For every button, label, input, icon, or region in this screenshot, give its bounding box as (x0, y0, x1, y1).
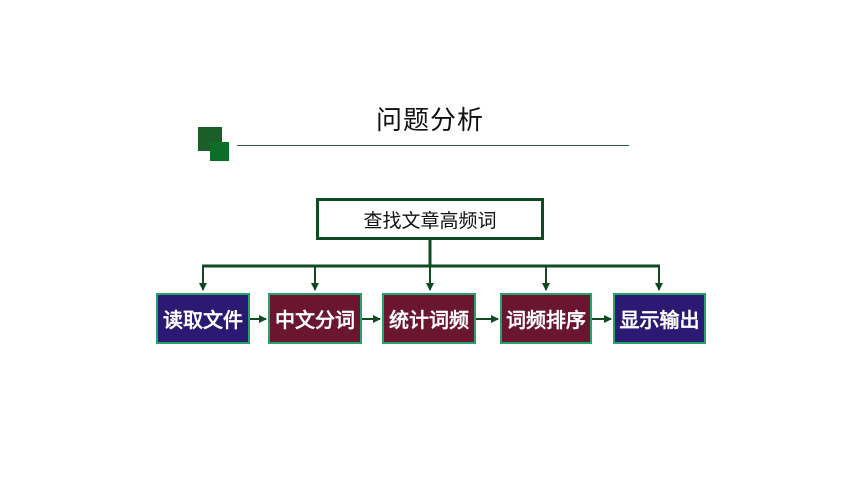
step-segmentation: 中文分词 (268, 293, 362, 344)
decor-square-light (210, 142, 229, 161)
step-count-frequency: 统计词频 (382, 293, 476, 344)
title-underline (237, 145, 629, 146)
step-read-file: 读取文件 (156, 293, 250, 344)
step-sort-frequency: 词频排序 (500, 293, 592, 344)
slide-title: 问题分析 (375, 106, 484, 136)
step-display-output: 显示输出 (613, 293, 706, 344)
root-node: 查找文章高频词 (316, 198, 544, 240)
